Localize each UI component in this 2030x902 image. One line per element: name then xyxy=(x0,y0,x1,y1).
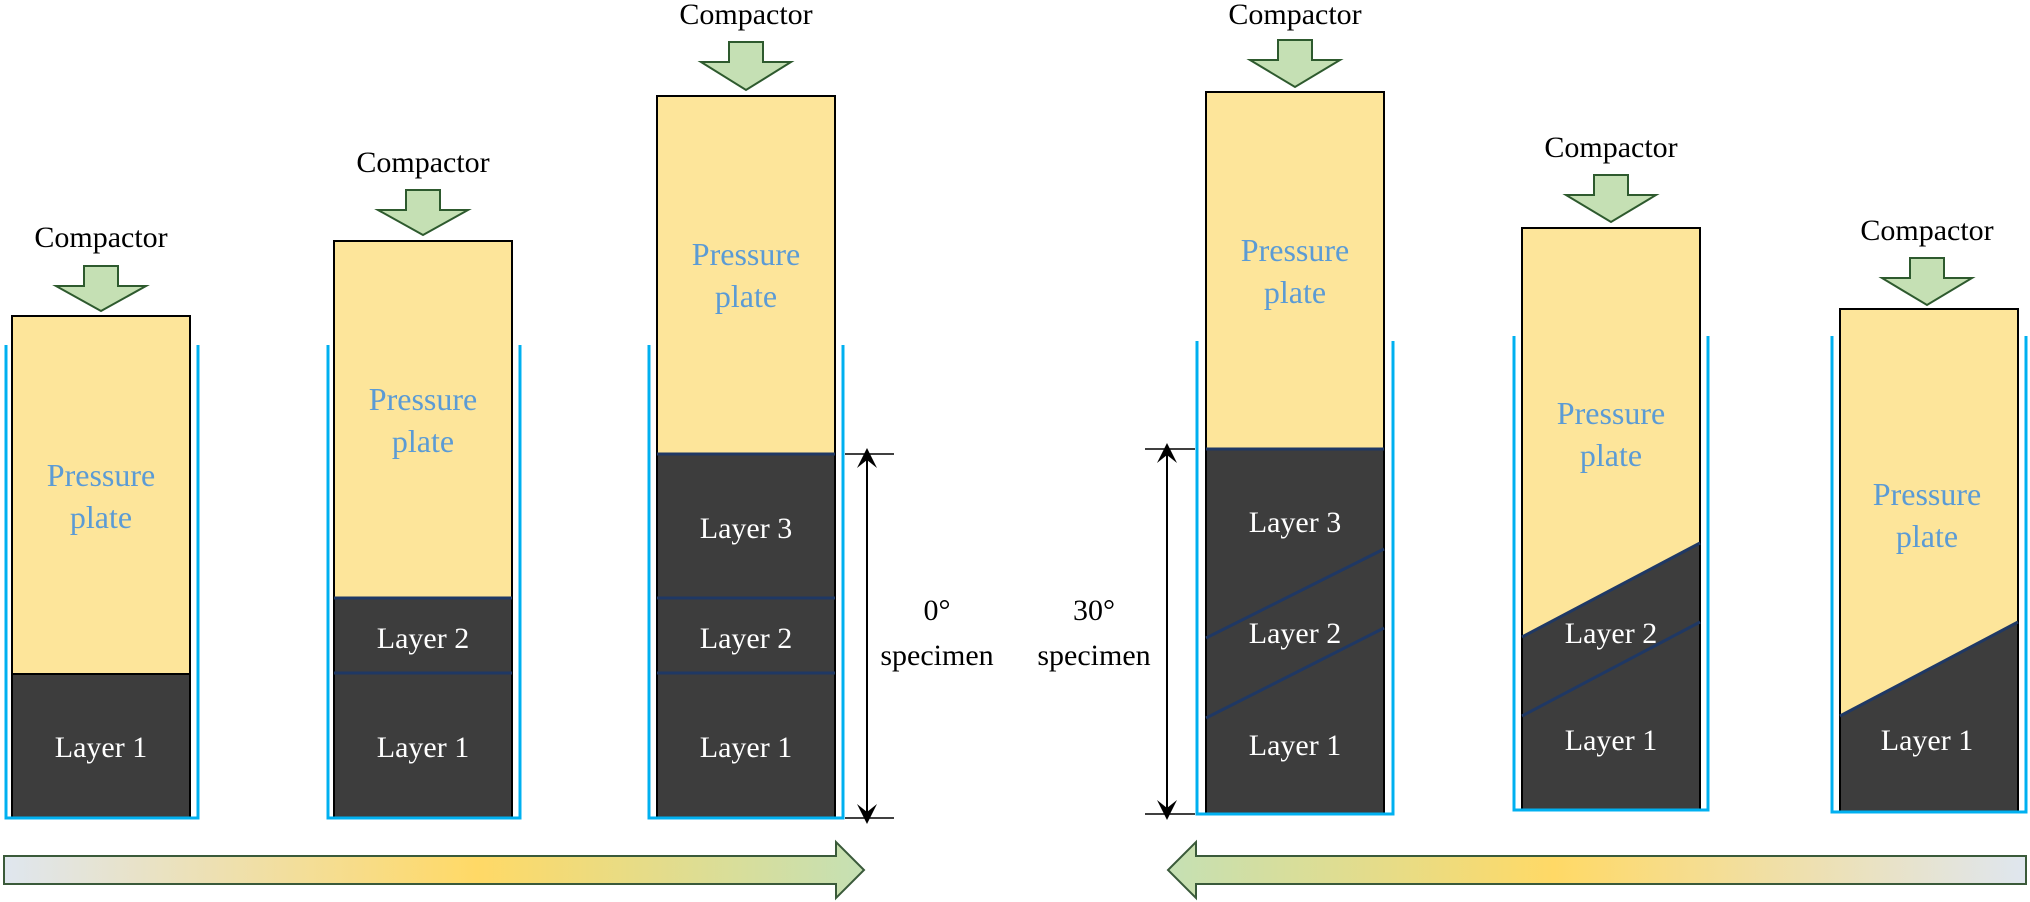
compactor-arrow xyxy=(52,265,150,313)
layer-interface xyxy=(1839,620,2019,718)
compactor-label: Compactor xyxy=(1228,0,1361,31)
layer-3-label: Layer 3 xyxy=(1249,506,1341,539)
pressure-plate xyxy=(656,95,836,455)
layer-2-label: Layer 2 xyxy=(1565,617,1657,650)
soil-layers xyxy=(656,453,836,819)
spec-30deg-label-line2: specimen xyxy=(1037,639,1150,672)
pressure-plate-label-line2: plate xyxy=(1580,437,1642,473)
compactor-label: Compactor xyxy=(1544,131,1677,164)
compactor-arrow xyxy=(1878,257,1976,307)
dimension-0deg: 0° specimen xyxy=(845,448,994,824)
layer-1-label: Layer 1 xyxy=(700,731,792,764)
layer-2-label: Layer 2 xyxy=(700,622,792,655)
mold xyxy=(1830,336,2028,814)
compactor-label: Compactor xyxy=(356,146,489,179)
pressure-plate-label-line1: Pressure xyxy=(1557,395,1665,431)
pressure-plate xyxy=(1205,91,1385,450)
pressure-plate-label-line2: plate xyxy=(392,423,454,459)
pressure-plate-label-line1: Pressure xyxy=(692,236,800,272)
layer-interface xyxy=(1205,547,1385,640)
layer-interface xyxy=(1521,620,1701,718)
soil-layer-1 xyxy=(11,673,191,819)
soil-layers xyxy=(1205,448,1385,815)
compactor-arrow xyxy=(1562,174,1660,224)
pressure-plate-label-line1: Pressure xyxy=(1873,476,1981,512)
panel-0deg-stage2: Compactor Pressure plate Layer 2 Layer 1 xyxy=(326,146,522,820)
pressure-plate xyxy=(11,315,191,675)
pressure-plate-label-line2: plate xyxy=(70,499,132,535)
spec-0deg-label-line2: specimen xyxy=(880,639,993,672)
layer-1-label: Layer 1 xyxy=(1881,724,1973,757)
layer-1-label: Layer 1 xyxy=(55,731,147,764)
layer-2-label: Layer 2 xyxy=(1249,617,1341,650)
pressure-plate-label-line2: plate xyxy=(1264,274,1326,310)
progress-arrow-right xyxy=(3,839,866,901)
spec-0deg-label-line1: 0° xyxy=(924,594,951,627)
layer-interface xyxy=(1521,541,1701,639)
compactor-label: Compactor xyxy=(1860,214,1993,247)
dimension-30deg: 30° specimen xyxy=(1037,443,1195,820)
layer-2-label: Layer 2 xyxy=(377,622,469,655)
mold xyxy=(647,345,845,820)
layer-1-label: Layer 1 xyxy=(377,731,469,764)
compactor-arrow xyxy=(697,41,795,92)
pressure-plate-label-line1: Pressure xyxy=(47,457,155,493)
panel-0deg-stage3: Compactor Pressure plate Layer 3 Layer 2… xyxy=(647,0,845,820)
progress-arrow-left xyxy=(1166,839,2027,901)
panel-30deg-stage1: Compactor Pressure plate Layer 1 xyxy=(1830,214,2028,814)
mold xyxy=(4,345,200,820)
compactor-arrow xyxy=(374,189,472,237)
pressure-plate-label-line2: plate xyxy=(1896,518,1958,554)
pressure-plate-label-line1: Pressure xyxy=(1241,232,1349,268)
layer-1-label: Layer 1 xyxy=(1249,729,1341,762)
mold xyxy=(326,345,522,820)
compactor-arrow xyxy=(1246,39,1344,89)
soil-layers xyxy=(333,597,513,819)
spec-30deg-label-line1: 30° xyxy=(1073,594,1115,627)
compactor-label: Compactor xyxy=(34,221,167,254)
layer-interface xyxy=(1205,626,1385,720)
pressure-plate-label-line2: plate xyxy=(715,278,777,314)
panel-30deg-stage3: Compactor Pressure plate Layer 3 Layer 2… xyxy=(1195,0,1395,816)
layer-1-label: Layer 1 xyxy=(1565,724,1657,757)
mold xyxy=(1195,341,1395,816)
panel-0deg-stage1: Compactor Pressure plate Layer 1 xyxy=(4,221,200,820)
compactor-label: Compactor xyxy=(679,0,812,31)
pressure-plate-label-line1: Pressure xyxy=(369,381,477,417)
pressure-plate xyxy=(333,240,513,599)
panel-30deg-stage2: Compactor Pressure plate Layer 2 Layer 1 xyxy=(1512,131,1710,812)
mold xyxy=(1512,336,1710,812)
layer-3-label: Layer 3 xyxy=(700,512,792,545)
